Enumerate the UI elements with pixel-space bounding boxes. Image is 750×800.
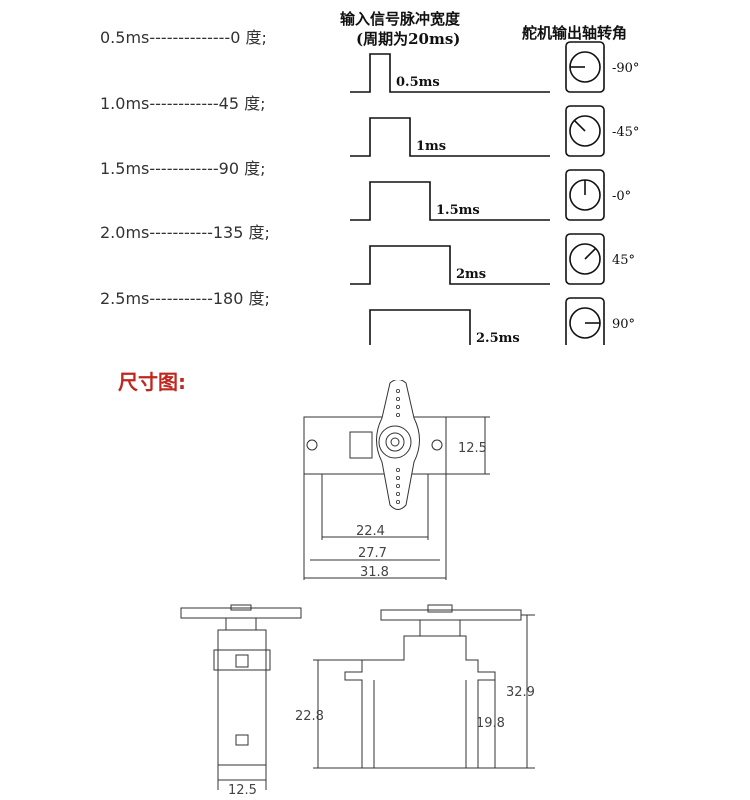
dim-case-height: 19.8 (476, 716, 505, 731)
pulse-width-label-2: 1.5ms (436, 203, 480, 218)
dim-inner-width: 22.4 (356, 524, 385, 539)
dial-frame-2 (565, 169, 605, 221)
dial-frame-0 (565, 41, 605, 93)
dial-frame-3 (565, 233, 605, 285)
input-signal-subtitle: (周期为20ms) (356, 30, 461, 48)
pulse-label-2: 1.5ms------------90 度; (100, 159, 266, 178)
pulse-rows: 0.5ms -90° 1ms -45° 1.5ms -0° 2ms 45° 2.5ms 90° (350, 41, 639, 345)
dial-circle-1 (569, 115, 601, 147)
output-angle-title: 舵机输出轴转角 (522, 24, 628, 42)
dim-body-height: 22.8 (295, 709, 324, 724)
pulse-label-1: 1.0ms------------45 度; (100, 94, 266, 113)
pulse-wave-3 (350, 245, 550, 285)
pulse-width-label-1: 1ms (416, 139, 446, 154)
horn-holes (395, 388, 400, 504)
dial-frame-4 (565, 297, 605, 345)
side-view: 12.5 (180, 604, 302, 798)
dim-mid-width: 27.7 (358, 546, 387, 561)
dial-needle-3 (584, 247, 597, 260)
pulse-width-label-4: 2.5ms (476, 331, 520, 345)
top-mount-hole-left (306, 439, 318, 451)
pulse-label-4: 2.5ms-----------180 度; (100, 289, 270, 308)
dial-circle-3 (569, 243, 601, 275)
angle-label-0: -90° (612, 61, 639, 76)
pulse-wave-0 (350, 53, 550, 93)
pulse-width-label-0: 0.5ms (396, 75, 440, 90)
dim-total-height: 32.9 (506, 685, 535, 700)
pulse-wave-2 (350, 181, 550, 221)
top-body (303, 416, 447, 475)
pulse-label-0: 0.5ms--------------0 度; (100, 28, 267, 47)
pulse-wave-4 (369, 309, 471, 345)
dim-horn-height: 12.5 (458, 441, 487, 456)
input-signal-title: 输入信号脉冲宽度 (340, 10, 461, 28)
pulse-width-label-3: 2ms (456, 267, 486, 282)
angle-label-4: 90° (612, 317, 635, 332)
dial-frame-1 (565, 105, 605, 157)
pulse-label-3: 2.0ms-----------135 度; (100, 223, 270, 242)
angle-label-1: -45° (612, 125, 639, 140)
servo-dimension-drawing: 12.5 22.4 27.7 31.8 12.5 (180, 380, 535, 798)
top-mount-hole-right (431, 439, 443, 451)
dial-needle-1 (573, 119, 586, 132)
dimension-title: 尺寸图: (118, 370, 186, 394)
front-view: 22.8 19.8 32.9 (295, 604, 535, 769)
top-view: 12.5 22.4 27.7 31.8 (303, 380, 490, 580)
pulse-wave-1 (350, 117, 550, 157)
angle-label-3: 45° (612, 253, 635, 268)
pulse-diagram: 0.5ms -90° 1ms -45° 1.5ms -0° 2ms 45° 2.5ms 90° (350, 41, 639, 345)
dim-outer-width: 31.8 (360, 565, 389, 580)
dim-side-width: 12.5 (228, 783, 257, 798)
horn-center (378, 425, 412, 459)
angle-label-2: -0° (612, 189, 631, 204)
